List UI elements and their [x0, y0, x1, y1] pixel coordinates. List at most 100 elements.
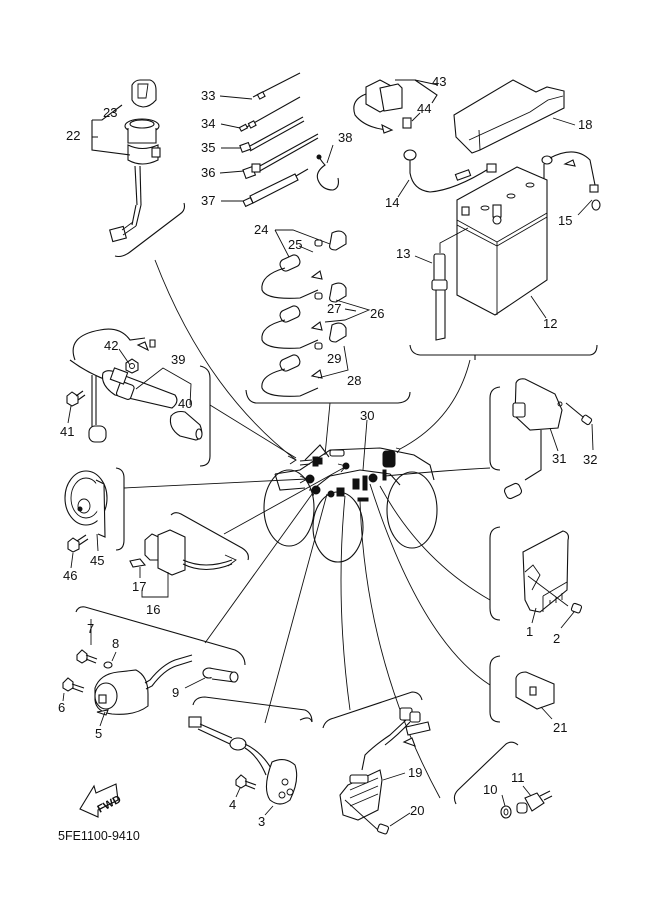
callout-30: 30 — [360, 408, 374, 423]
callout-2: 2 — [553, 631, 560, 646]
cable-tie-37 — [242, 168, 309, 208]
callout-31: 31 — [552, 451, 566, 466]
bracket-igniter — [489, 526, 501, 621]
igniter — [522, 530, 569, 613]
bracket-thermo-switch — [453, 741, 519, 805]
bracket-rectifier — [322, 691, 423, 729]
starter-relay-bolt-6 — [62, 677, 85, 693]
callout-10: 10 — [483, 782, 497, 797]
bracket-battery — [409, 344, 598, 360]
callout-22: 22 — [66, 128, 80, 143]
callout-8: 8 — [112, 636, 119, 651]
callout-24: 24 — [254, 222, 268, 237]
speed-sensor-nut — [125, 358, 139, 374]
neutral-switch-bolt — [235, 774, 257, 790]
callout-42: 42 — [104, 338, 118, 353]
bracket-horn — [115, 467, 125, 551]
thermo-switch — [516, 790, 553, 814]
relay-bolt — [565, 402, 593, 426]
callout-25: 25 — [288, 237, 302, 252]
callout-1: 1 — [526, 624, 533, 639]
callout-7: 7 — [87, 621, 94, 636]
rectifier-regulator-bolt — [344, 799, 390, 835]
bracket-coupler — [170, 512, 249, 561]
callout-5: 5 — [95, 726, 102, 741]
leader-43 — [395, 79, 439, 104]
callout-36: 36 — [201, 165, 215, 180]
cable-tie-35 — [239, 116, 305, 153]
callout-29: 29 — [327, 351, 341, 366]
callout-28: 28 — [347, 373, 361, 388]
ignition-switch — [109, 118, 161, 243]
callout-32: 32 — [583, 452, 597, 467]
speed-sensor-cover — [169, 410, 203, 441]
cable-tie-33 — [252, 72, 301, 100]
bracket-diode — [489, 655, 501, 723]
battery-cover — [453, 79, 565, 154]
battery-cable-positive — [541, 151, 601, 211]
callout-17: 17 — [132, 579, 146, 594]
callout-4: 4 — [229, 797, 236, 812]
relay-assembly — [353, 79, 412, 134]
thermo-switch-gasket — [500, 805, 512, 819]
callout-18: 18 — [578, 117, 592, 132]
horn-bolt — [67, 534, 89, 553]
coupler — [129, 529, 237, 576]
bracket-neutral-switch — [192, 696, 313, 723]
leader-lines — [123, 259, 491, 799]
callout-39: 39 — [171, 352, 185, 367]
bracket-ignition — [114, 202, 186, 258]
callout-35: 35 — [201, 140, 215, 155]
callout-37: 37 — [201, 193, 215, 208]
battery — [456, 166, 548, 316]
bracket-relay — [489, 386, 501, 471]
speed-sensor-bolt — [66, 390, 86, 407]
relay — [503, 378, 563, 500]
callout-16: 16 — [146, 602, 160, 617]
breather-pipe — [431, 227, 469, 341]
callout-20: 20 — [410, 803, 424, 818]
battery-cable-negative — [403, 149, 497, 193]
starter-relay-bolt-7 — [76, 649, 98, 664]
callout-21: 21 — [553, 720, 567, 735]
callout-43: 43 — [432, 74, 446, 89]
callout-33: 33 — [201, 88, 215, 103]
callout-41: 41 — [60, 424, 74, 439]
callout-9: 9 — [172, 685, 179, 700]
atv-silhouette — [263, 447, 438, 563]
ignition-switch-key-cover — [131, 79, 157, 108]
bracket-fragment — [299, 717, 313, 723]
speed-sensor — [69, 328, 178, 443]
callout-46: 46 — [63, 568, 77, 583]
rectifier-regulator — [339, 707, 431, 821]
cable-tie-34 — [238, 96, 301, 132]
callout-45: 45 — [90, 553, 104, 568]
bracket-speed-sensor — [199, 365, 211, 467]
igniter-bolt — [527, 575, 583, 614]
callout-23: 23 — [103, 105, 117, 120]
callout-27: 27 — [327, 301, 341, 316]
horn — [64, 470, 108, 538]
callout-14: 14 — [385, 195, 399, 210]
callout-40: 40 — [178, 396, 192, 411]
starter-relay-cap — [202, 667, 239, 683]
callout-26: 26 — [370, 306, 384, 321]
callout-3: 3 — [258, 814, 265, 829]
callout-38: 38 — [338, 130, 352, 145]
starter-relay-washer-8 — [103, 661, 113, 669]
callout-15: 15 — [558, 213, 572, 228]
leader-arrowheads — [287, 447, 401, 497]
neutral-switch — [188, 716, 298, 805]
callout-19: 19 — [408, 765, 422, 780]
diode — [515, 671, 555, 710]
callout-13: 13 — [396, 246, 410, 261]
drawing-code: 5FE1100-9410 — [58, 829, 140, 843]
bracket-starter-relay — [75, 606, 246, 666]
spark-plug-cap-group — [261, 230, 347, 397]
callout-11: 11 — [511, 770, 525, 785]
bracket-spark-plugs — [245, 389, 411, 404]
callout-34: 34 — [201, 116, 215, 131]
starter-relay — [94, 654, 193, 716]
callout-6: 6 — [58, 700, 65, 715]
